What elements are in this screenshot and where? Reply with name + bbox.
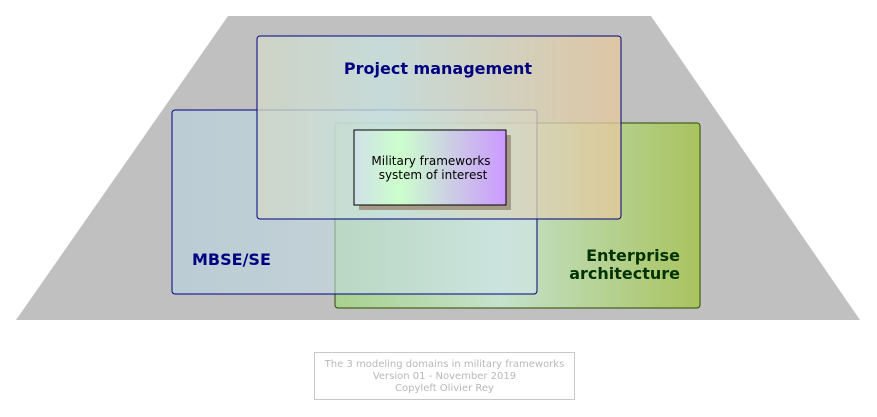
core-label-line1: Military frameworks <box>371 154 490 168</box>
project-management-box <box>256 35 622 220</box>
caption-title: The 3 modeling domains in military frame… <box>324 359 565 370</box>
mbse-se-label: MBSE/SE <box>192 250 271 269</box>
enterprise-architecture-label-line2: architecture <box>569 264 680 283</box>
project-management-label: Project management <box>344 59 533 78</box>
core-label-line2: system of interest <box>379 168 488 182</box>
caption-author: Copyleft Olivier Rey <box>395 383 494 394</box>
core-box <box>353 129 507 206</box>
enterprise-architecture-label-line1: Enterprise <box>586 246 680 265</box>
caption-box: The 3 modeling domains in military frame… <box>314 352 575 400</box>
caption-version: Version 01 - November 2019 <box>372 371 517 382</box>
